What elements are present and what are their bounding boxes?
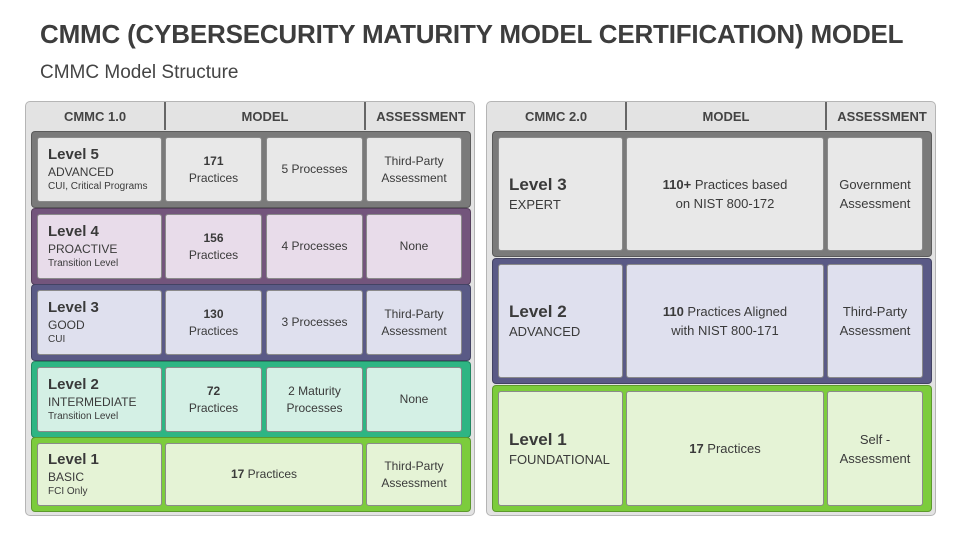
level-note: Transition Level <box>48 258 119 269</box>
cmmc1-level3-row: Level 3 GOOD CUI 130 Practices 3 Process… <box>31 284 471 361</box>
level-tier: FOUNDATIONAL <box>509 451 610 467</box>
practices-label: Practices <box>188 170 239 185</box>
cmmc1-level2-row: Level 2 INTERMEDIATE Transition Level 72… <box>31 361 471 438</box>
model-count: 110 <box>662 304 684 319</box>
cmmc1-level1-row: Level 1 BASIC FCI Only 17 Practices Thir… <box>31 437 471 512</box>
practices-count: 130 <box>203 306 224 321</box>
practices-count: 72 <box>206 383 221 398</box>
assessment-text: Self - Assessment <box>839 431 911 466</box>
level-name: Level 3 <box>48 299 99 316</box>
model-count: 110+ <box>662 177 692 192</box>
cmmc1-level3-level-cell: Level 3 GOOD CUI <box>37 290 162 355</box>
level-name: Level 4 <box>48 223 99 240</box>
practices-count: 156 <box>203 230 224 245</box>
cmmc1-level4-processes-cell: 4 Processes <box>266 214 363 279</box>
cmmc2-level2-model-cell: 110 Practices Aligned with NIST 800-171 <box>626 264 824 378</box>
processes-text: 5 Processes <box>281 162 348 176</box>
level-name: Level 1 <box>48 451 99 468</box>
cmmc1-level1-level-cell: Level 1 BASIC FCI Only <box>37 443 162 506</box>
cmmc1-level4-row: Level 4 PROACTIVE Transition Level 156 P… <box>31 208 471 285</box>
practices-count: 17 <box>230 467 245 481</box>
level-name: Level 2 <box>48 376 99 393</box>
cmmc1-level5-level-cell: Level 5 ADVANCED CUI, Critical Programs <box>37 137 162 202</box>
processes-text: 4 Processes <box>281 239 348 253</box>
page-title: CMMC (CYBERSECURITY MATURITY MODEL CERTI… <box>40 19 904 49</box>
page-subtitle: CMMC Model Structure <box>40 62 239 83</box>
level-tier: PROACTIVE <box>48 242 118 256</box>
cmmc1-level5-assessment-cell: Third-Party Assessment <box>366 137 462 202</box>
cmmc1-level5-row: Level 5 ADVANCED CUI, Critical Programs … <box>31 131 471 208</box>
cmmc1-level3-assessment-cell: Third-Party Assessment <box>366 290 462 355</box>
cmmc2-level2-row: Level 2 ADVANCED 110 Practices Aligned w… <box>492 258 932 384</box>
level-name: Level 5 <box>48 146 99 163</box>
cmmc1-level2-assessment-cell: None <box>366 367 462 432</box>
level-tier: INTERMEDIATE <box>48 395 137 409</box>
assessment-text: Third-Party Assessment <box>381 153 447 185</box>
practices-label: Practices <box>188 400 239 415</box>
level-tier: ADVANCED <box>48 165 114 179</box>
cmmc1-level1-assessment-cell: Third-Party Assessment <box>366 443 462 506</box>
cmmc1-level4-assessment-cell: None <box>366 214 462 279</box>
practices-label: Practices <box>247 467 298 481</box>
model-text: Practices Aligned with NIST 800-171 <box>671 304 788 338</box>
assessment-text: Government Assessment <box>839 177 911 211</box>
cmmc1-level5-processes-cell: 5 Processes <box>266 137 363 202</box>
cmmc1-panel: CMMC 1.0 MODEL ASSESSMENT Level 5 ADVANC… <box>25 101 475 516</box>
level-tier: EXPERT <box>509 197 561 212</box>
cmmc2-level1-assessment-cell: Self - Assessment <box>827 391 923 506</box>
practices-count: 171 <box>203 153 224 168</box>
level-name: Level 2 <box>509 302 567 321</box>
level-tier: ADVANCED <box>509 324 581 339</box>
assessment-text: None <box>399 392 429 406</box>
cmmc2-level1-row: Level 1 FOUNDATIONAL 17 Practices Self -… <box>492 385 932 512</box>
processes-text: 2 Maturity Processes <box>286 383 343 415</box>
cmmc1-level2-practices-cell: 72 Practices <box>165 367 262 432</box>
cmmc1-level1-practices-cell: 17 Practices <box>165 443 363 506</box>
assessment-text: Third-Party Assessment <box>381 458 447 490</box>
model-text: Practices based on NIST 800-172 <box>675 177 788 211</box>
assessment-text: Third-Party Assessment <box>381 306 447 338</box>
cmmc2-header-version: CMMC 2.0 <box>524 108 588 124</box>
cmmc2-level1-level-cell: Level 1 FOUNDATIONAL <box>498 391 623 506</box>
cmmc2-level3-level-cell: Level 3 EXPERT <box>498 137 623 251</box>
level-note: CUI, Critical Programs <box>48 181 148 192</box>
assessment-text: None <box>399 239 429 253</box>
model-text: Practices <box>703 441 761 456</box>
practices-label: Practices <box>188 247 239 262</box>
level-tier: GOOD <box>48 318 85 332</box>
cmmc1-level4-level-cell: Level 4 PROACTIVE Transition Level <box>37 214 162 279</box>
cmmc2-level2-assessment-cell: Third-Party Assessment <box>827 264 923 378</box>
level-note: Transition Level <box>48 411 119 422</box>
cmmc2-level3-assessment-cell: Government Assessment <box>827 137 923 251</box>
cmmc2-header-assessment: ASSESSMENT <box>825 102 937 130</box>
level-note: CUI <box>48 334 66 345</box>
processes-text: 3 Processes <box>281 315 348 329</box>
cmmc2-level3-row: Level 3 EXPERT 110+ Practices based on N… <box>492 131 932 257</box>
cmmc1-header-model: MODEL <box>164 102 364 130</box>
level-note: FCI Only <box>48 486 88 497</box>
cmmc1-level2-level-cell: Level 2 INTERMEDIATE Transition Level <box>37 367 162 432</box>
level-tier: BASIC <box>48 470 85 484</box>
level-name: Level 1 <box>509 429 567 449</box>
level-name: Level 3 <box>509 175 567 194</box>
cmmc1-level2-processes-cell: 2 Maturity Processes <box>266 367 363 432</box>
cmmc2-level2-level-cell: Level 2 ADVANCED <box>498 264 623 378</box>
assessment-text: Third-Party Assessment <box>839 304 911 338</box>
cmmc1-level5-practices-cell: 171 Practices <box>165 137 262 202</box>
cmmc2-header-model: MODEL <box>625 102 825 130</box>
cmmc1-header-version: CMMC 1.0 <box>63 108 127 124</box>
cmmc2-panel: CMMC 2.0 MODEL ASSESSMENT Level 3 EXPERT… <box>486 101 936 516</box>
cmmc1-header-assessment: ASSESSMENT <box>364 102 476 130</box>
cmmc1-level4-practices-cell: 156 Practices <box>165 214 262 279</box>
cmmc2-level1-model-cell: 17 Practices <box>626 391 824 506</box>
practices-label: Practices <box>188 323 239 338</box>
cmmc1-level3-processes-cell: 3 Processes <box>266 290 363 355</box>
model-count: 17 <box>689 441 704 456</box>
cmmc1-level3-practices-cell: 130 Practices <box>165 290 262 355</box>
cmmc2-level3-model-cell: 110+ Practices based on NIST 800-172 <box>626 137 824 251</box>
